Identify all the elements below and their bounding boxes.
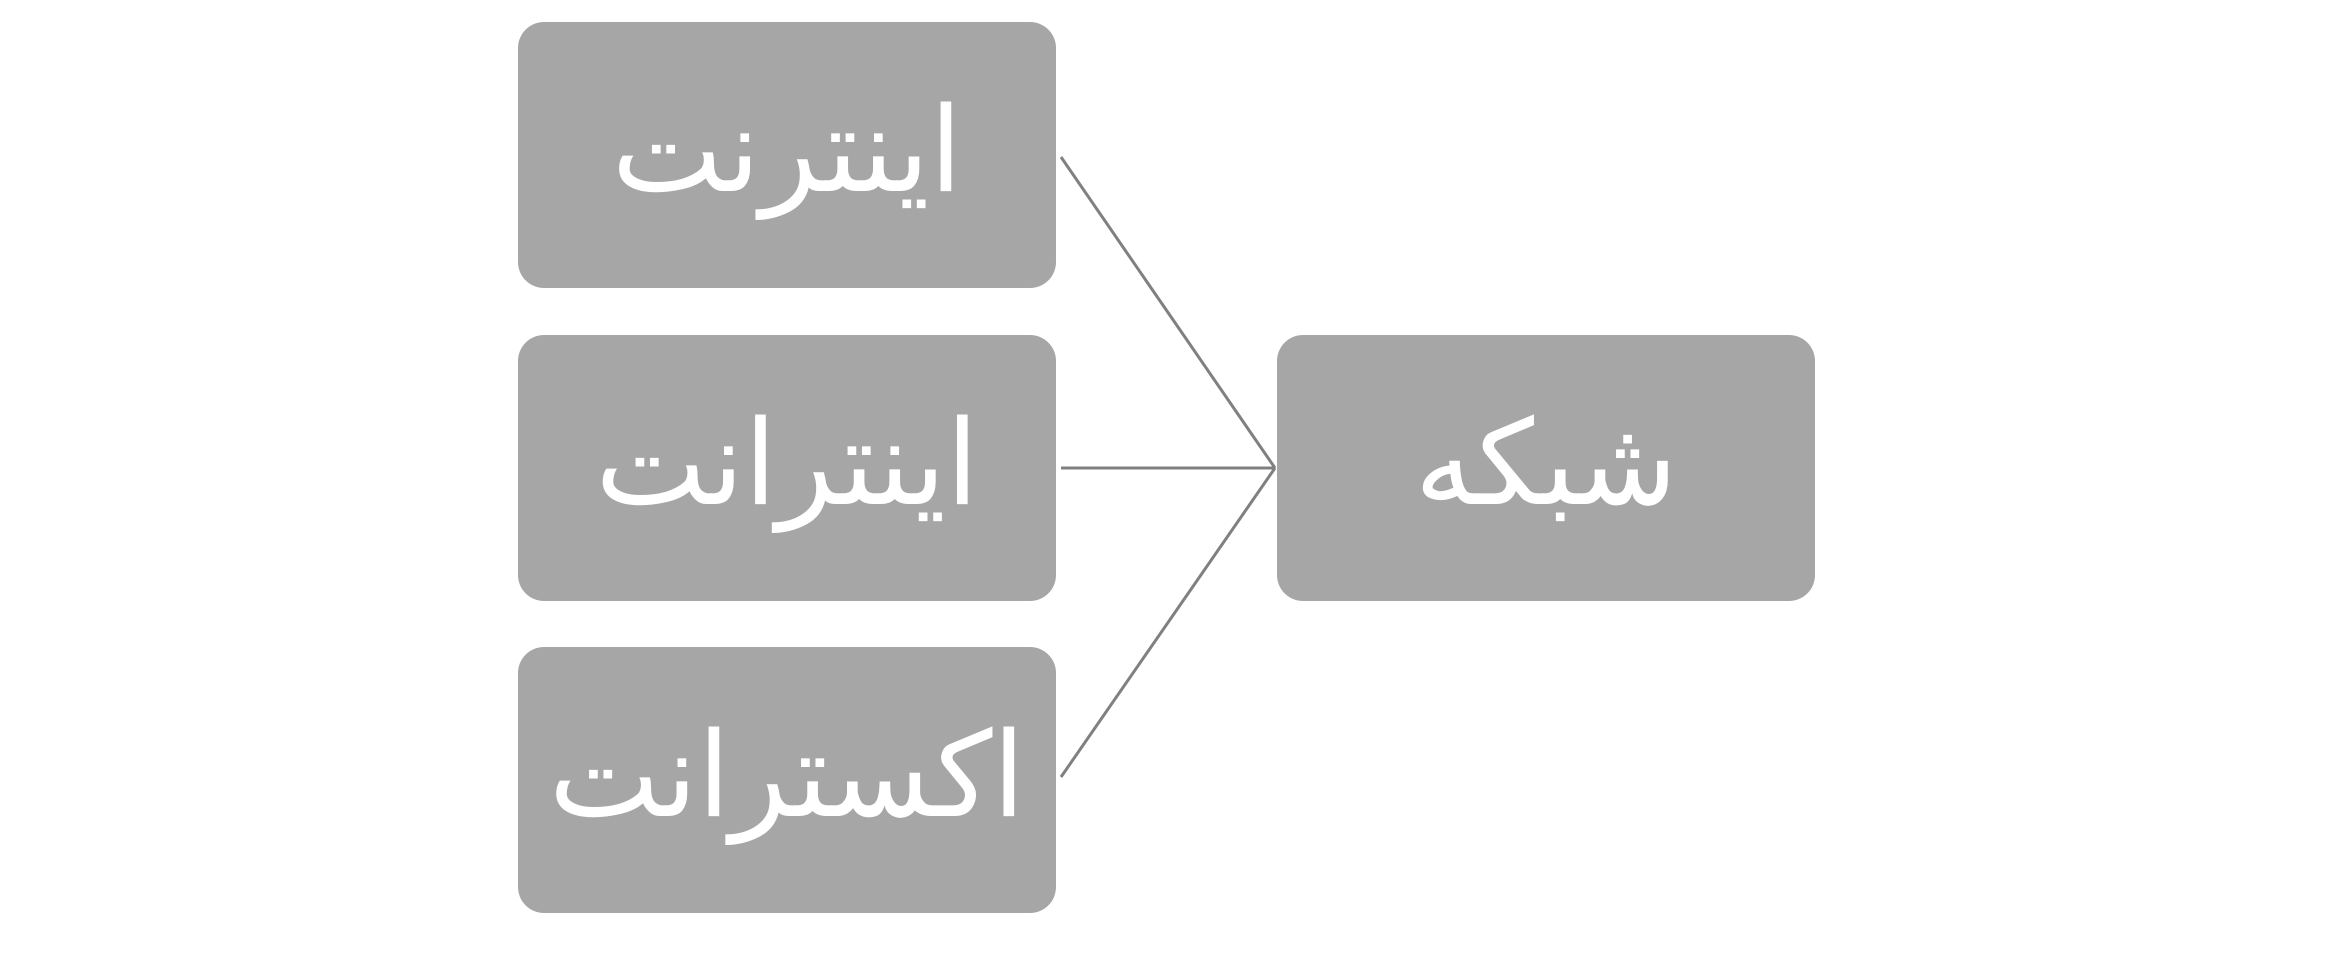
node-extranet: اکسترانت [518,647,1056,913]
node-network: شبکه [1277,335,1815,601]
node-intranet: اینترانت [518,335,1056,601]
connector-extranet-to-network [1059,467,1277,778]
node-intranet-label: اینترانت [595,394,979,532]
node-extranet-label: اکسترانت [548,706,1026,844]
node-internet: اینترنت [518,22,1056,288]
node-network-label: شبکه [1414,394,1678,532]
node-internet-label: اینترنت [611,81,963,219]
connector-internet-to-network [1059,156,1277,469]
